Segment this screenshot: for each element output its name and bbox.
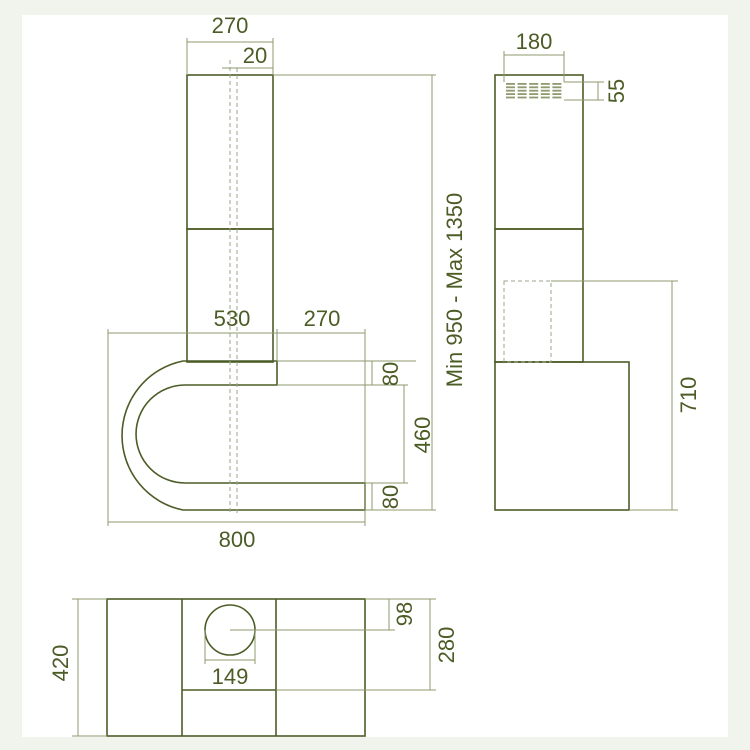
vent-slot	[552, 86, 562, 89]
label-inner-gap: 460	[410, 417, 435, 454]
label-body-height: 710	[676, 377, 701, 414]
label-depth: 420	[48, 645, 73, 682]
vent-slot	[517, 93, 527, 95]
vent-slot	[552, 83, 562, 85]
label-chimney-depth: 280	[434, 627, 459, 664]
side-inner-duct-hidden	[503, 280, 552, 363]
label-bottom-arm-thickness: 80	[378, 485, 403, 509]
plan-outline	[106, 598, 366, 737]
vent-slot	[506, 86, 515, 89]
label-overall-width: 800	[219, 527, 256, 552]
vent-slot	[517, 96, 527, 99]
label-arm-extension: 270	[304, 306, 341, 331]
vent-slot	[540, 86, 550, 89]
vent-slot	[529, 96, 539, 99]
label-hood-depth: 530	[214, 306, 251, 331]
label-vent-height: 55	[604, 79, 629, 103]
label-outlet-diameter: 149	[212, 664, 249, 689]
vent-slot	[552, 93, 562, 95]
vent-slot	[540, 93, 550, 95]
dimension-labels: 270 20 530 270 80 460 80 800 Min 950 - M…	[48, 13, 701, 689]
vent-slot	[506, 93, 515, 95]
vent-slot	[540, 83, 550, 85]
vent-slot	[529, 89, 539, 92]
vent-slot	[506, 83, 515, 85]
label-outlet-offset: 98	[392, 602, 417, 626]
vent-slot	[506, 89, 515, 92]
vent-slot	[506, 96, 515, 99]
vent-slot	[540, 96, 550, 99]
vent-slot	[552, 89, 562, 92]
side-view	[494, 74, 630, 511]
vent-slot	[517, 83, 527, 85]
label-top-arm-thickness: 80	[378, 362, 403, 386]
vent-slot	[517, 86, 527, 89]
label-chimney-width: 270	[212, 13, 249, 38]
front-view-dimension-lines	[107, 38, 436, 526]
side-hood-body	[494, 361, 630, 511]
vent-slot	[529, 83, 539, 85]
side-view-dimension-lines	[503, 51, 678, 511]
label-vent-width: 180	[516, 29, 553, 54]
vent-grille	[506, 83, 562, 99]
label-height-range: Min 950 - Max 1350	[442, 193, 467, 387]
vent-slot	[517, 89, 527, 92]
vent-slot	[529, 86, 539, 89]
plan-view-dimension-lines	[72, 598, 436, 737]
label-pipe-offset: 20	[243, 43, 267, 68]
drawing-panel	[22, 15, 728, 737]
vent-slot	[529, 93, 539, 95]
vent-slot	[540, 89, 550, 92]
vent-slot	[552, 96, 562, 99]
